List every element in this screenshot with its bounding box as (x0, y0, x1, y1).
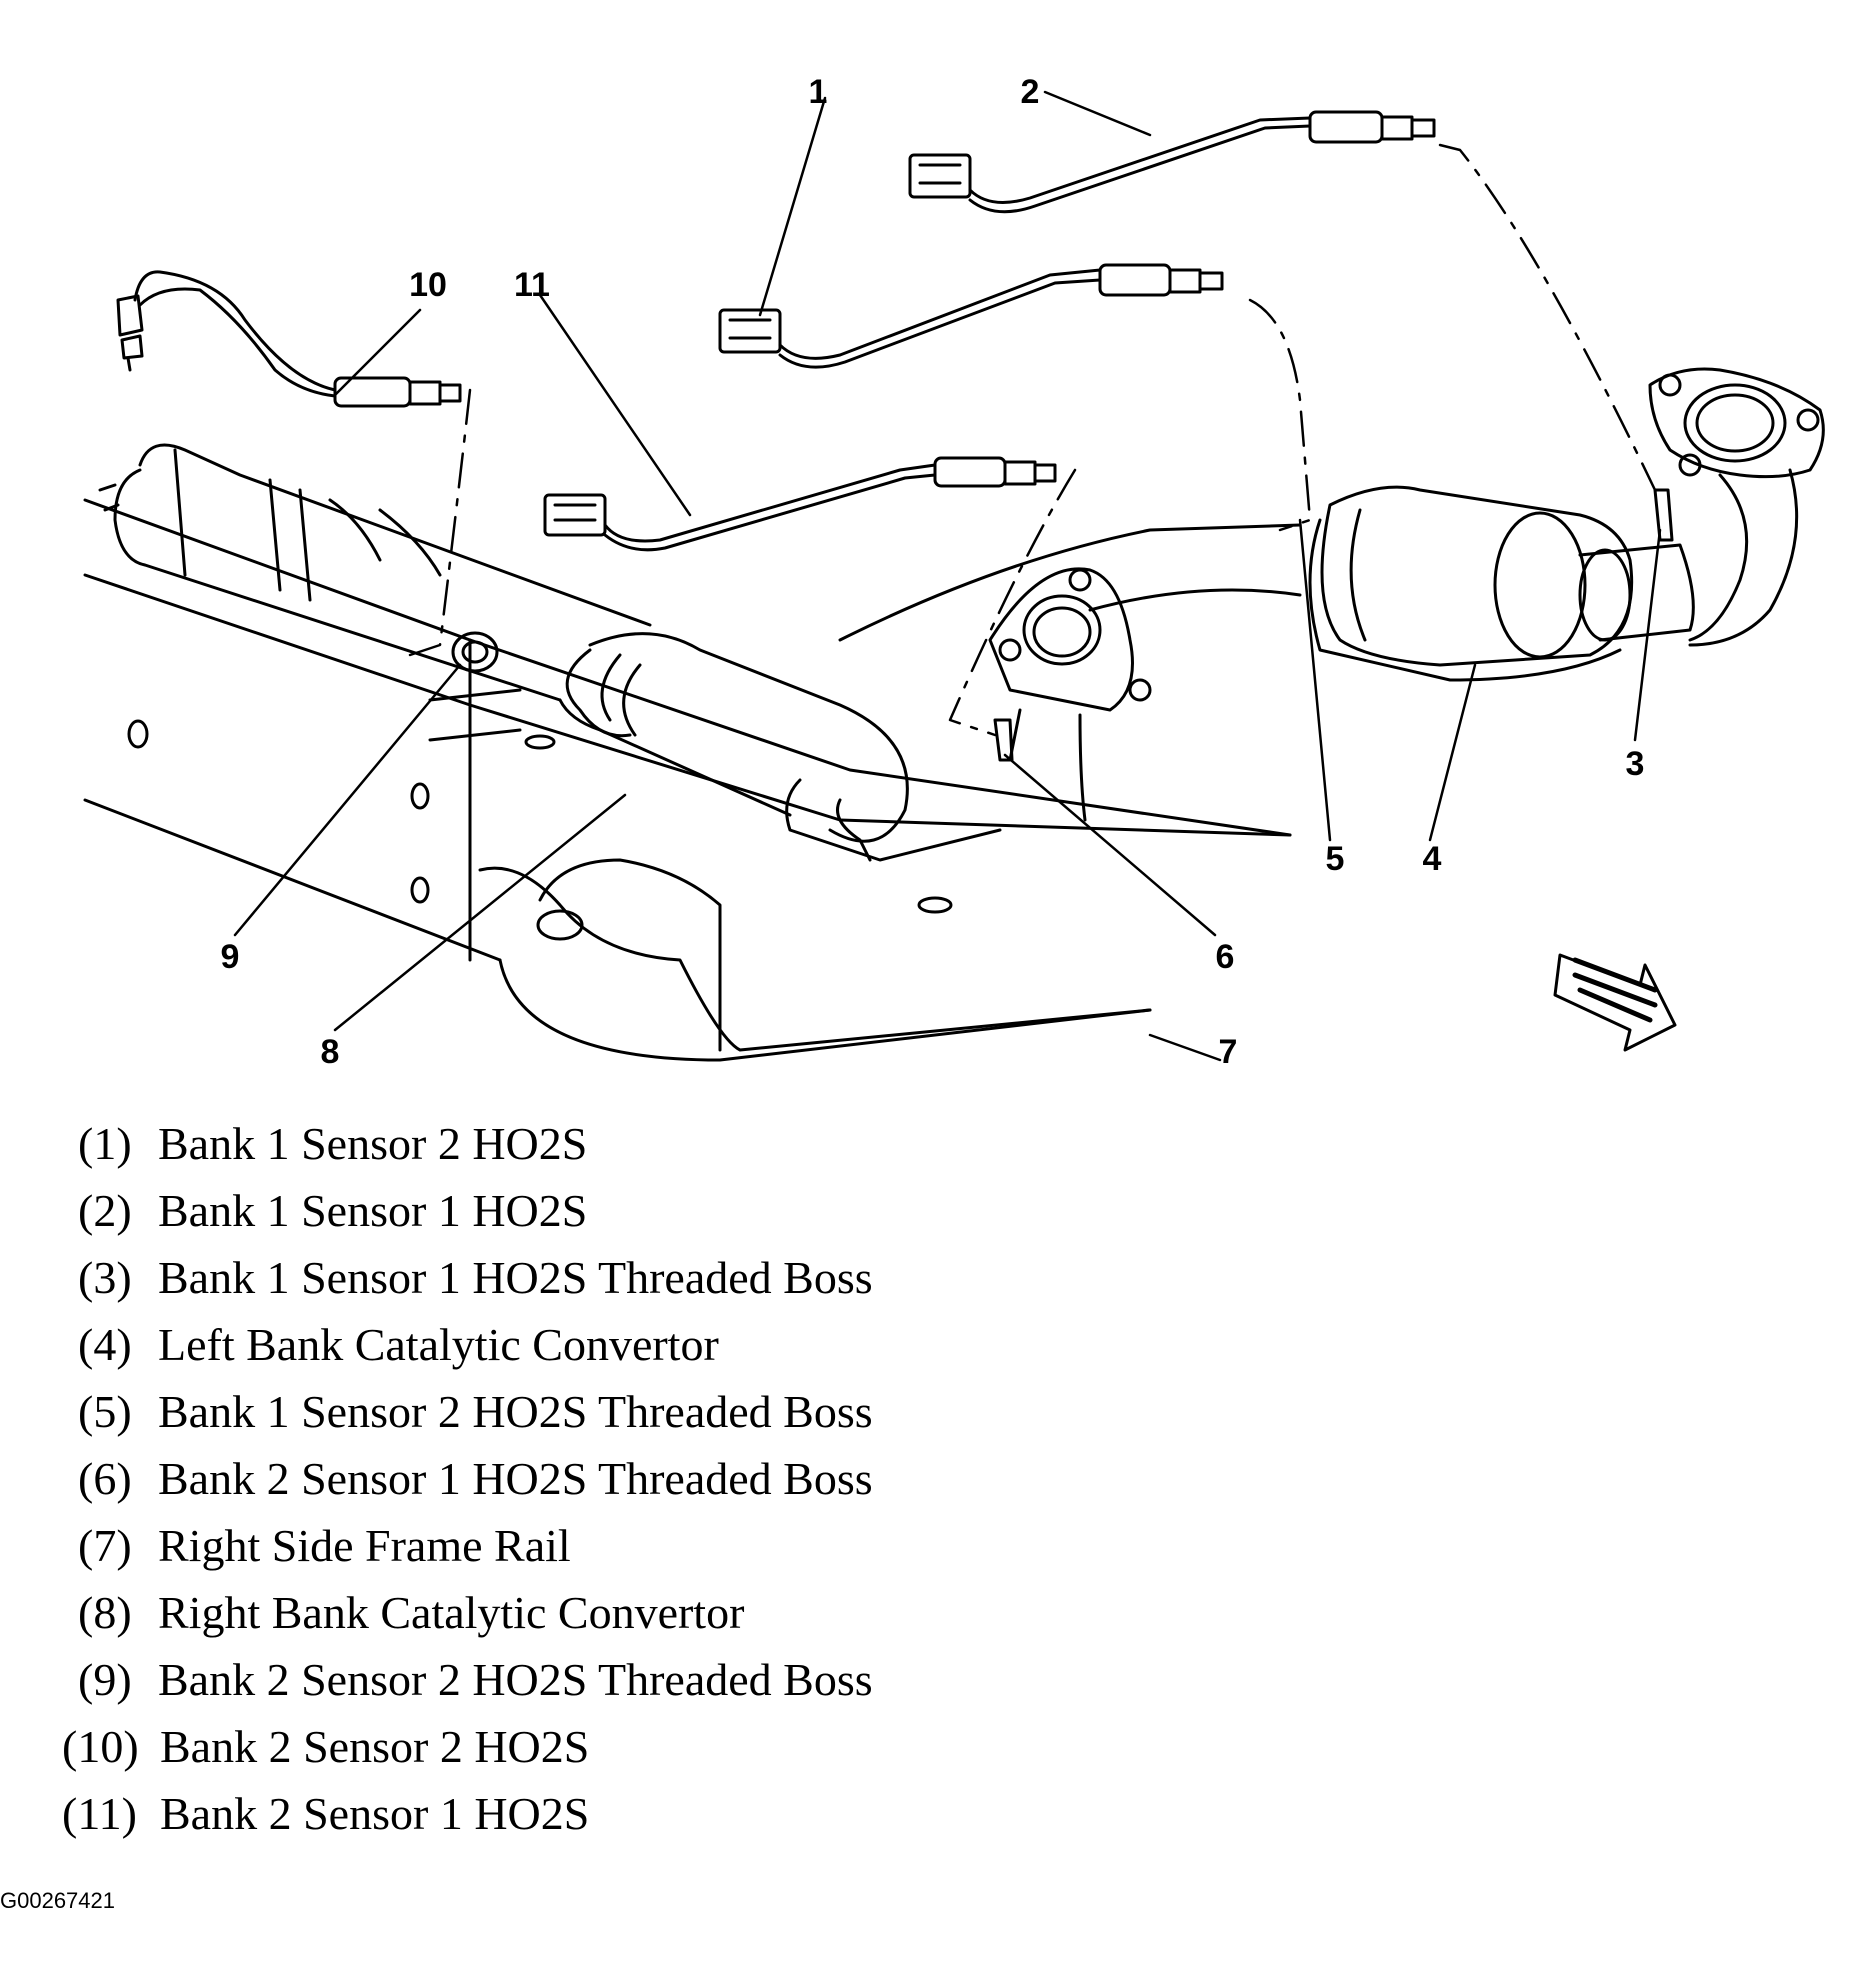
right-bank-flange (988, 567, 1152, 822)
callout-9: 9 (221, 938, 240, 976)
callout-5: 5 (1326, 840, 1345, 878)
leader-lines (233, 90, 1662, 1062)
exhaust-diagram: 1 2 3 4 5 6 7 8 9 10 11 (83, 73, 1825, 1071)
left-bank-flange (1648, 367, 1825, 647)
legend-number: (6) (78, 1453, 132, 1504)
callout-11: 11 (514, 266, 550, 304)
figure-id: G00267421 (0, 1888, 115, 1913)
legend-number: (9) (78, 1654, 132, 1705)
legend-number: (1) (78, 1118, 132, 1169)
callout-2: 2 (1021, 73, 1040, 111)
legend-number: (7) (78, 1520, 132, 1571)
legend-label: Bank 2 Sensor 1 HO2S (160, 1788, 590, 1839)
legend-label: Right Bank Catalytic Convertor (158, 1587, 745, 1638)
legend-label: Right Side Frame Rail (158, 1520, 571, 1571)
callout-3: 3 (1626, 745, 1645, 783)
install-paths (408, 143, 1657, 737)
callout-4: 4 (1423, 840, 1442, 878)
legend-number: (3) (78, 1252, 132, 1303)
callout-7: 7 (1219, 1033, 1238, 1071)
legend-label: Bank 1 Sensor 1 HO2S (158, 1185, 588, 1236)
legend-number: (2) (78, 1185, 132, 1236)
bank2-sensor1-ho2s (543, 456, 1057, 552)
right-bank-catalytic-convertor (98, 443, 1002, 862)
direction-arrow-icon (1553, 953, 1677, 1052)
legend-number: (10) (62, 1721, 139, 1772)
legend-number: (5) (78, 1386, 132, 1437)
bank1-sensor1-ho2s (908, 110, 1436, 214)
bank1-sensor2-ho2s (718, 263, 1224, 369)
bank2-sensor2-ho2s (116, 270, 462, 408)
left-bank-catalytic-convertor (838, 485, 1695, 682)
callout-8: 8 (321, 1033, 340, 1071)
bank2-sensor2-threaded-boss (451, 631, 499, 673)
callout-1: 1 (809, 73, 828, 111)
legend-label: Left Bank Catalytic Convertor (158, 1319, 719, 1370)
legend-label: Bank 1 Sensor 2 HO2S (158, 1118, 588, 1169)
legend-number: (4) (78, 1319, 132, 1370)
legend-number: (8) (78, 1587, 132, 1638)
callout-10: 10 (409, 266, 447, 304)
legend-label: Bank 1 Sensor 2 HO2S Threaded Boss (158, 1386, 873, 1437)
callout-6: 6 (1216, 938, 1235, 976)
legend-label: Bank 2 Sensor 1 HO2S Threaded Boss (158, 1453, 873, 1504)
legend-label: Bank 1 Sensor 1 HO2S Threaded Boss (158, 1252, 873, 1303)
legend-number: (11) (62, 1788, 137, 1839)
legend-label: Bank 2 Sensor 2 HO2S (160, 1721, 590, 1772)
legend-label: Bank 2 Sensor 2 HO2S Threaded Boss (158, 1654, 873, 1705)
